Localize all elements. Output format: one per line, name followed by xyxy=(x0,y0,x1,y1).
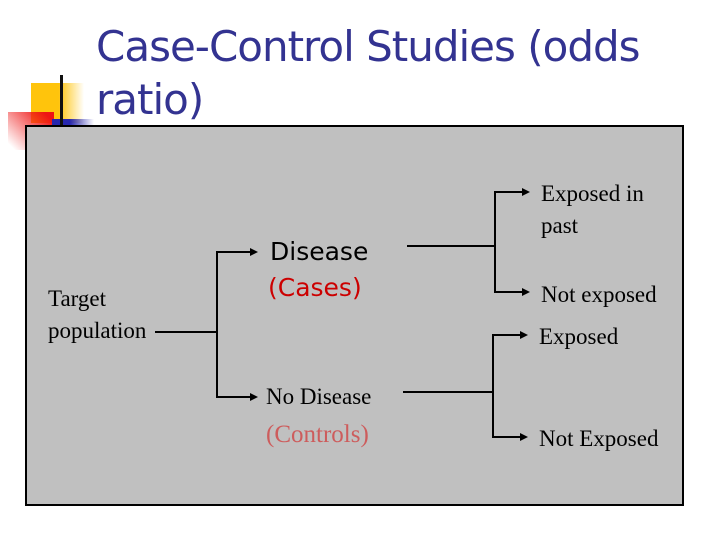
bracket-root-vertical xyxy=(216,251,218,398)
node-cases: (Cases) xyxy=(268,273,362,302)
bracket-cases-vertical xyxy=(494,191,496,293)
arrowhead-icon xyxy=(520,331,528,339)
arrow-to-not-exposed xyxy=(494,288,530,296)
arrow-to-not-exposed-2 xyxy=(492,433,528,441)
arrow-to-exposed-in-past xyxy=(494,188,530,196)
arrow-to-exposed xyxy=(492,331,528,339)
node-target-population: Target population xyxy=(48,286,147,343)
leaf-not-exposed: Not exposed xyxy=(541,282,657,307)
leaf-not-exposed-2: Not Exposed xyxy=(539,426,659,451)
arrowhead-icon xyxy=(250,393,258,401)
arrowhead-icon xyxy=(520,433,528,441)
leaf-exposed: Exposed xyxy=(539,324,619,349)
slide-title: Case-Control Studies (odds ratio) xyxy=(96,20,641,126)
bracket-controls-vertical xyxy=(492,334,494,438)
node-controls: (Controls) xyxy=(266,421,369,448)
slide-title-line2: ratio) xyxy=(96,75,204,124)
arrowhead-icon xyxy=(522,188,530,196)
node-disease: Disease xyxy=(270,237,369,266)
connector-no-disease xyxy=(403,391,493,393)
arrowhead-icon xyxy=(522,288,530,296)
leaf-exposed-in-past: Exposed in past xyxy=(541,181,644,238)
arrowhead-icon xyxy=(250,248,258,256)
accent-blue-bar xyxy=(52,119,94,125)
arrow-to-no-disease xyxy=(216,393,258,401)
connector-root xyxy=(155,331,217,333)
node-no-disease: No Disease xyxy=(266,384,372,409)
accent-vertical-line xyxy=(60,75,63,128)
arrow-to-disease xyxy=(216,248,258,256)
connector-disease xyxy=(407,245,495,247)
diagram-panel xyxy=(25,125,684,506)
slide-title-line1: Case-Control Studies (odds xyxy=(96,22,641,71)
